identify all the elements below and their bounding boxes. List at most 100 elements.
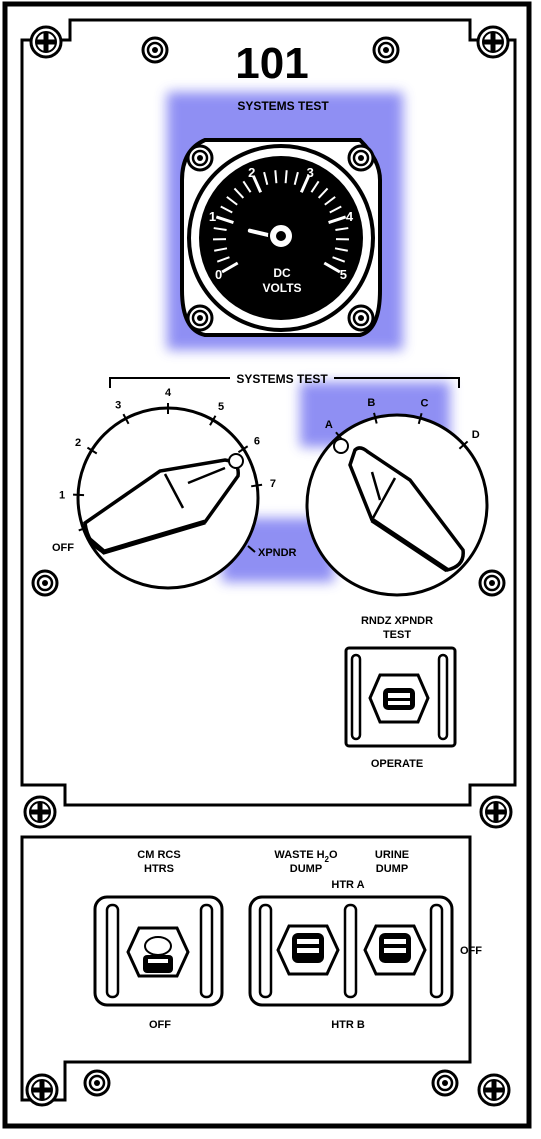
waste-h2o-dump-switch[interactable] bbox=[276, 924, 340, 976]
meter-scale-label: 4 bbox=[346, 209, 354, 224]
panel-number: 101 bbox=[235, 39, 308, 88]
left-knob-position-label: 2 bbox=[75, 437, 81, 449]
meter-scale-label: 0 bbox=[215, 267, 222, 282]
cm-rcs-toggle-lever[interactable] bbox=[143, 955, 173, 973]
bolt-icon bbox=[347, 144, 375, 172]
meter-minor-tick bbox=[334, 247, 348, 252]
waste-guard-middle bbox=[343, 903, 358, 999]
meter-minor-tick bbox=[310, 180, 320, 193]
left-knob-indicator bbox=[228, 453, 244, 469]
bolt-icon bbox=[372, 36, 400, 64]
right-knob-position-label: D bbox=[472, 429, 480, 441]
rndz-switch-guard-right bbox=[437, 653, 449, 741]
left-knob-position-label: OFF bbox=[52, 542, 74, 554]
operate-label: OPERATE bbox=[371, 758, 423, 770]
meter-unit-volts: VOLTS bbox=[262, 281, 301, 295]
waste-h2o-label: WASTE H2O bbox=[274, 849, 338, 864]
bolt-icon bbox=[83, 1069, 111, 1097]
right-knob-handle-shadow bbox=[370, 517, 449, 573]
meter-minor-tick bbox=[324, 196, 336, 206]
meter-minor-tick bbox=[226, 196, 238, 206]
meter-minor-tick bbox=[329, 205, 342, 214]
right-knob-position-label: C bbox=[420, 398, 428, 410]
right-off-label: OFF bbox=[460, 945, 482, 957]
bolt-icon bbox=[431, 1069, 459, 1097]
right-knob-position-tick bbox=[373, 412, 378, 424]
bolt-icon bbox=[141, 36, 169, 64]
cm-rcs-htrs-label: HTRS bbox=[144, 863, 174, 875]
screw-icon bbox=[25, 1073, 59, 1107]
left-knob-position-label: 3 bbox=[115, 399, 121, 411]
urine-label: URINE bbox=[375, 849, 409, 861]
left-knob-position-tick bbox=[122, 413, 130, 425]
right-knob-handle-ridge bbox=[370, 471, 397, 519]
left-knob-handle-ridge bbox=[163, 466, 226, 509]
left-knob-position-label: 4 bbox=[165, 387, 172, 399]
meter-minor-tick bbox=[293, 171, 299, 185]
meter-ticks bbox=[212, 170, 350, 274]
left-knob-position-tick bbox=[237, 445, 249, 454]
waste-guard-left bbox=[258, 903, 273, 999]
screw-icon bbox=[476, 25, 510, 59]
meter-minor-tick bbox=[214, 247, 228, 252]
cm-rcs-guard-right bbox=[199, 903, 214, 999]
left-knob-position-label: 6 bbox=[254, 435, 260, 447]
left-knob-position-label: 5 bbox=[218, 401, 224, 413]
meter-major-tick bbox=[251, 175, 263, 193]
meter-minor-tick bbox=[274, 170, 278, 184]
left-knob-position-tick bbox=[209, 415, 217, 426]
rndz-xpndr-test-label: TEST bbox=[383, 629, 411, 641]
rndz-xpndr-label: RNDZ XPNDR bbox=[361, 615, 433, 627]
meter-minor-tick bbox=[220, 205, 233, 214]
systems-test-right-knob[interactable]: A B C D bbox=[305, 397, 489, 597]
meter-minor-tick bbox=[233, 187, 245, 199]
cm-rcs-guard-left bbox=[105, 903, 120, 999]
meter-scale-label: 3 bbox=[307, 165, 314, 180]
meter-major-tick bbox=[221, 261, 239, 274]
bolt-icon bbox=[186, 144, 214, 172]
left-knob-position-label: 1 bbox=[59, 489, 65, 501]
right-knob-position-label: A bbox=[325, 419, 333, 431]
left-knob-ticks bbox=[73, 403, 263, 532]
meter-scale-label: 1 bbox=[209, 209, 216, 224]
right-knob-position-label: B bbox=[367, 397, 375, 409]
cm-rcs-htrs-switch[interactable] bbox=[93, 895, 224, 1007]
urine-dump-switch[interactable] bbox=[363, 924, 427, 976]
htr-b-label: HTR B bbox=[331, 1019, 365, 1031]
rndz-toggle-lever[interactable] bbox=[383, 688, 415, 710]
screw-icon bbox=[477, 1073, 511, 1107]
cm-rcs-off-label: OFF bbox=[149, 1019, 171, 1031]
meter-major-tick bbox=[299, 175, 311, 193]
left-knob-handle-shadow bbox=[88, 519, 206, 555]
panel-upper-inner-frame bbox=[20, 18, 517, 807]
meter-pivot-center bbox=[276, 231, 286, 241]
meter-minor-tick bbox=[317, 187, 329, 199]
meter-scale-label: 2 bbox=[248, 165, 255, 180]
bolt-icon bbox=[478, 569, 506, 597]
meter-minor-tick bbox=[263, 171, 269, 185]
waste-dump-label: DUMP bbox=[290, 863, 322, 875]
right-knob-handle[interactable] bbox=[348, 446, 465, 572]
bolt-icon bbox=[31, 569, 59, 597]
screw-icon bbox=[23, 795, 57, 829]
screw-icon bbox=[29, 25, 63, 59]
right-knob-labels: A B C D bbox=[325, 397, 480, 441]
right-knob-position-tick bbox=[458, 440, 469, 450]
cm-rcs-label: CM RCS bbox=[137, 849, 180, 861]
meter-minor-tick bbox=[284, 170, 288, 184]
meter-minor-tick bbox=[213, 227, 227, 231]
meter-scale-label: 5 bbox=[340, 267, 347, 282]
systems-test-bracket: SYSTEMS TEST bbox=[109, 372, 460, 388]
meter-scale-labels: 0 1 2 3 4 5 bbox=[209, 165, 354, 282]
bolt-icon bbox=[186, 304, 214, 332]
left-knob-position-tick bbox=[86, 446, 98, 455]
systems-test-label: SYSTEMS TEST bbox=[236, 372, 328, 386]
rndz-xpndr-switch[interactable] bbox=[344, 646, 457, 748]
bolt-icon bbox=[347, 304, 375, 332]
meter-minor-tick bbox=[332, 256, 346, 263]
htr-a-label: HTR A bbox=[331, 879, 364, 891]
